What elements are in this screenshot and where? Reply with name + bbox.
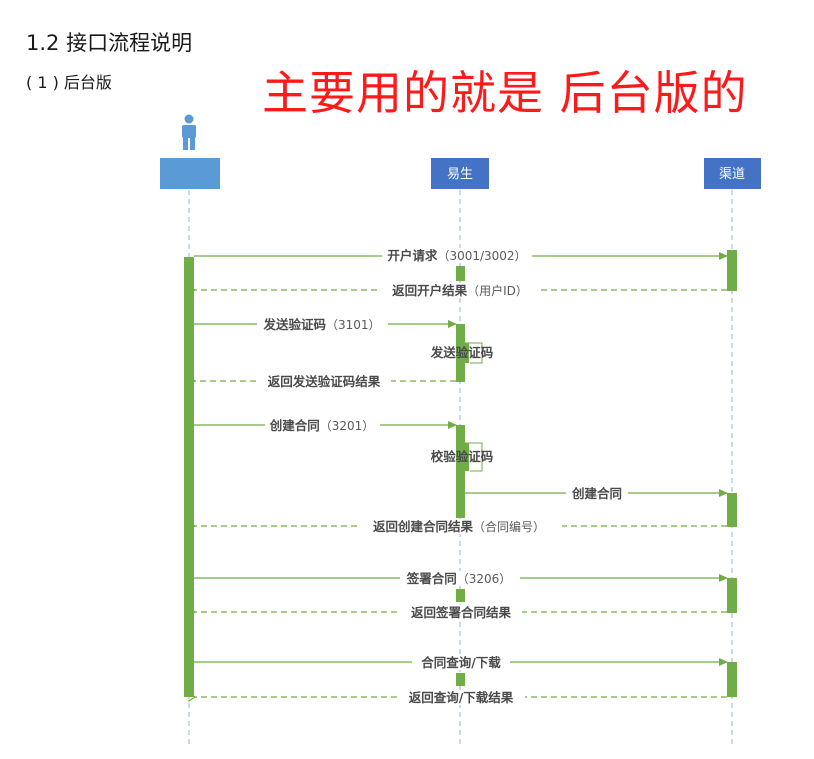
yisheng-activation-2 — [456, 324, 465, 382]
msg-return-open-account-label: 返回开户结果（用户ID） — [392, 283, 528, 298]
msg-bg — [400, 605, 522, 620]
yisheng-activation-1 — [456, 266, 465, 281]
red-annotation: 主要用的就是 后台版的 — [262, 66, 748, 120]
yisheng-activation-3 — [456, 425, 465, 518]
msg-bg — [357, 519, 562, 534]
msg-bg — [566, 486, 628, 501]
qudao-activation-3 — [727, 578, 737, 613]
msg-bg — [397, 690, 525, 705]
msg-bg — [257, 317, 388, 332]
yisheng-activation-4 — [456, 589, 465, 602]
client-activation-bar — [184, 257, 194, 697]
person-icon — [182, 114, 196, 150]
qudao-header-label: 渠道 — [719, 167, 745, 182]
msg-send-code-label: 发送验证码（3101） — [262, 317, 380, 332]
msg-bg — [412, 655, 510, 670]
msg-bg — [400, 571, 520, 586]
msg-create-contract-qudao-label: 创建合同 — [571, 486, 622, 501]
msg-create-contract-label: 创建合同（3201） — [269, 418, 375, 433]
msg-bg — [265, 418, 380, 433]
msg-self-send-code-label: 发送验证码 — [430, 345, 494, 360]
yisheng-activation-3b — [462, 443, 469, 471]
msg-return-send-code-label: 返回发送验证码结果 — [268, 374, 381, 389]
qudao-activation-4 — [727, 662, 737, 697]
yisheng-header-label: 易生 — [447, 167, 473, 182]
msg-query-contract-label: 合同查询/下载 — [421, 655, 501, 670]
section-title: 1.2 接口流程说明 — [26, 31, 193, 55]
msg-sign-contract-label: 签署合同（3206） — [406, 571, 512, 586]
msg-return-sign-contract-label: 返回签署合同结果 — [411, 605, 512, 620]
msg-bg — [382, 248, 532, 263]
msg-return-query-label: 返回查询/下载结果 — [409, 690, 514, 705]
yisheng-header — [431, 158, 489, 189]
self-call-2 — [465, 442, 483, 472]
msg-bg — [257, 374, 391, 389]
msg-open-account-label: 开户请求（3001/3002） — [387, 248, 526, 263]
qudao-activation-1 — [727, 250, 737, 291]
yisheng-activation-5 — [456, 673, 465, 686]
sub-title: ( 1 ) 后台版 — [26, 73, 112, 92]
yisheng-activation-2b — [462, 343, 469, 363]
msg-verify-code-label: 校验验证码 — [431, 449, 494, 464]
client-header — [160, 158, 220, 189]
msg-bg — [380, 283, 540, 298]
qudao-header — [704, 158, 761, 189]
qudao-activation-2 — [727, 493, 737, 527]
msg-return-create-contract-label: 返回创建合同结果（合同编号） — [373, 519, 545, 534]
self-call-1 — [465, 342, 483, 364]
